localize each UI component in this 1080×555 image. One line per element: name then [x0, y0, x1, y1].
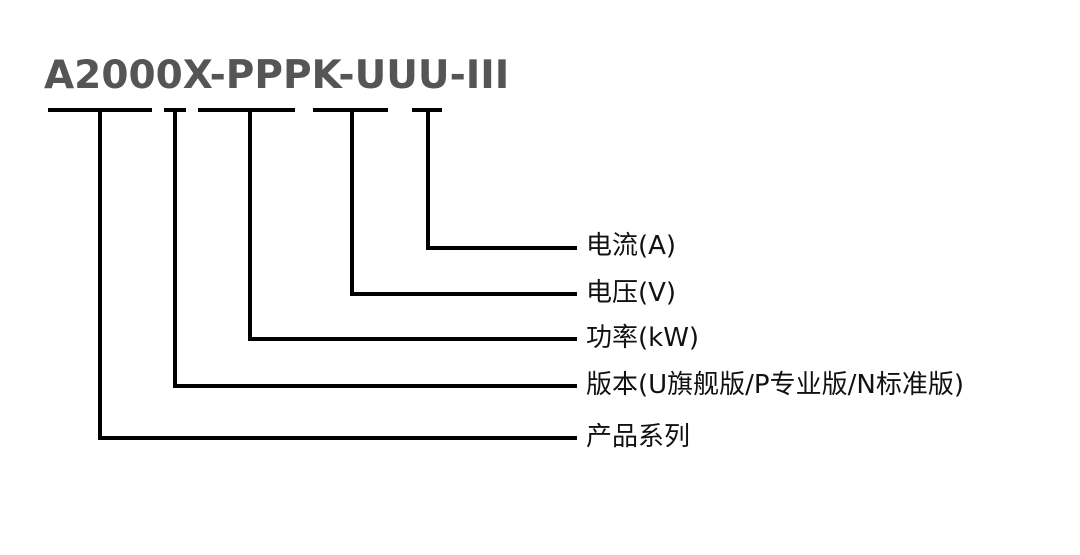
voltage-leader [350, 108, 577, 296]
current-leader [426, 108, 577, 250]
power-label: 功率(kW) [586, 323, 700, 353]
power-leader [248, 108, 577, 341]
series-label: 产品系列 [586, 422, 691, 452]
series-leader [98, 108, 577, 440]
version-leader [173, 108, 577, 388]
voltage-label: 电压(V) [586, 278, 677, 308]
current-label: 电流(A) [586, 231, 677, 261]
version-label: 版本(U旗舰版/P专业版/N标准版) [586, 370, 964, 400]
model-code: A2000X-PPPK-UUU-III [44, 53, 510, 98]
